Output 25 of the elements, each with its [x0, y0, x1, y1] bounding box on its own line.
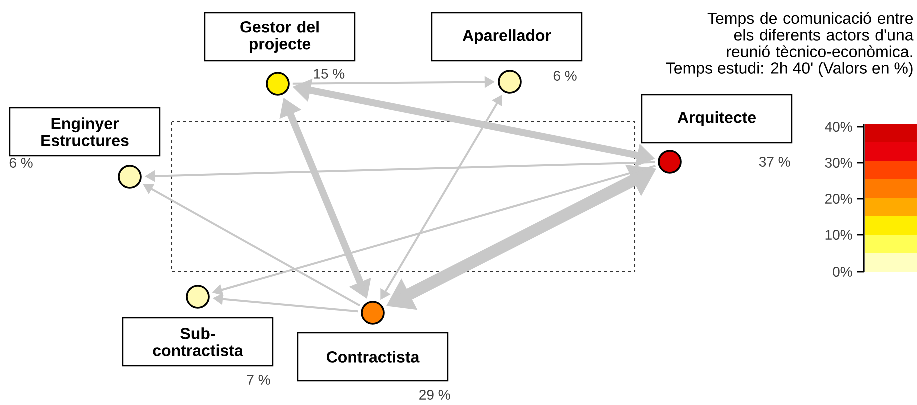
percentage-label: 6 %	[10, 158, 33, 168]
percentage-label: 15 %	[314, 69, 345, 79]
tick-label: 30%	[825, 158, 852, 168]
label-box: Sub- contractista	[122, 317, 274, 367]
percentage-label: 29 %	[420, 390, 450, 400]
tick-label: 40%	[825, 122, 852, 132]
label-box: Arquitecte	[641, 94, 793, 144]
note: Temps estudi: 2h 40' (Valors en %)	[666, 62, 913, 78]
actor-circle	[186, 285, 210, 309]
label-box: Gestor del projecte	[204, 12, 356, 62]
actor-circle	[118, 165, 142, 189]
actor-circle	[498, 70, 522, 94]
tick-label: 10%	[826, 230, 852, 240]
percentage-label: 6 %	[554, 71, 577, 81]
percentage-label: 7 %	[247, 375, 270, 385]
actor-circle	[266, 72, 290, 96]
label-box: Enginyer Estructures	[9, 107, 161, 157]
label-box: Aparellador	[431, 12, 583, 62]
tick-label: 20%	[826, 194, 852, 204]
label-box: Contractista	[297, 332, 449, 382]
actor-circle	[361, 301, 385, 325]
actor-circle	[658, 150, 682, 174]
title: Temps de comunicació entre els diferents actors d'una reunió tècnico-econòmica.	[708, 12, 914, 58]
tick-label: 0%	[833, 267, 852, 277]
percentage-label: 37 %	[759, 157, 790, 167]
